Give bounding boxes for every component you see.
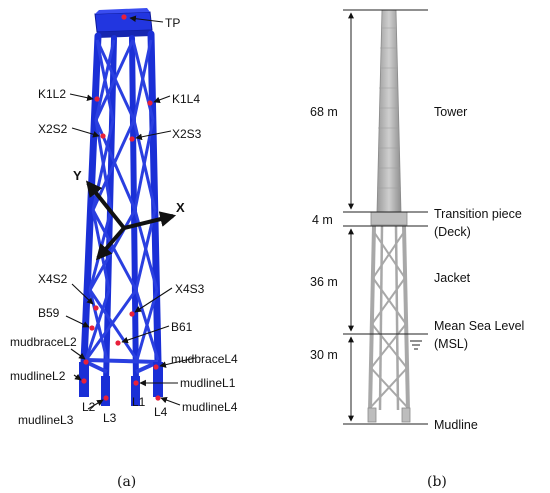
dim-transition: 4 m: [312, 213, 333, 227]
sensor-x4s2: [93, 305, 99, 311]
coordinate-axes: [86, 180, 177, 261]
sensor-x2s2: [100, 133, 106, 139]
caption-a: (a): [117, 474, 136, 490]
sensor-mudbrace-l4: [153, 364, 159, 370]
label-tp: TP: [165, 16, 180, 30]
caption-b: (b): [427, 474, 447, 490]
label-k1l4: K1L4: [172, 92, 200, 106]
turbine-elevation: 68 m 4 m 36 m 30 m Tower Transition piec…: [304, 9, 524, 490]
label-leg-l1: L1: [132, 395, 146, 409]
label-mudbrace-l4: mudbraceL4: [171, 352, 238, 366]
label-mudbrace-l2: mudbraceL2: [10, 335, 77, 349]
jacket-elevation: [367, 225, 411, 423]
label-leg-l3: L3: [103, 411, 117, 425]
msl-symbol: [410, 340, 422, 350]
level-transition-deck: (Deck): [434, 225, 471, 239]
label-k1l2: K1L2: [38, 87, 66, 101]
label-b59: B59: [38, 306, 60, 320]
sensor-points: [81, 14, 161, 401]
label-mudline-l2: mudlineL2: [10, 369, 66, 383]
label-mudline-l4: mudlineL4: [182, 400, 238, 414]
level-transition: Transition piece: [434, 207, 522, 221]
label-x4s2: X4S2: [38, 272, 68, 286]
dim-tower: 68 m: [310, 105, 338, 119]
sensor-k1l4: [147, 100, 153, 106]
sensor-b59: [89, 325, 95, 331]
label-leg-l2: L2: [82, 400, 96, 414]
axis-x-label: X: [176, 200, 185, 215]
jacket-model: X Y TP K1L2 K1L4 X2S2 X2S3 X4S2 X4S3: [10, 8, 238, 490]
sensor-b61: [115, 340, 121, 346]
label-x2s3: X2S3: [172, 127, 202, 141]
label-x2s2: X2S2: [38, 122, 68, 136]
dim-below-msl: 30 m: [310, 348, 338, 362]
level-msl: Mean Sea Level: [434, 319, 524, 333]
level-msl-abbr: (MSL): [434, 337, 468, 351]
reference-lines: [343, 9, 428, 425]
axis-y-label: Y: [73, 168, 82, 183]
sensor-leader-lines: [65, 15, 196, 410]
label-x4s3: X4S3: [175, 282, 205, 296]
sensor-tp: [121, 14, 127, 20]
sensor-mudline-l3: [103, 395, 109, 401]
sensor-mudline-l4: [155, 395, 161, 401]
tower: [376, 9, 402, 213]
sensor-x4s3: [129, 311, 135, 317]
level-jacket: Jacket: [434, 271, 471, 285]
label-mudline-l1: mudlineL1: [180, 376, 236, 390]
sensor-x2s3: [129, 136, 135, 142]
transition-deck: [370, 211, 408, 226]
level-tower: Tower: [434, 105, 467, 119]
sensor-mudbrace-l2: [83, 359, 89, 365]
dim-jacket: 36 m: [310, 275, 338, 289]
transition-piece-box: [94, 8, 153, 38]
label-mudline-l3: mudlineL3: [18, 413, 74, 427]
label-b61: B61: [171, 320, 193, 334]
sensor-mudline-l2: [81, 378, 87, 384]
label-leg-l4: L4: [154, 405, 168, 419]
sensor-k1l2: [94, 96, 100, 102]
level-mudline: Mudline: [434, 418, 478, 432]
sensor-mudline-l1: [133, 380, 139, 386]
